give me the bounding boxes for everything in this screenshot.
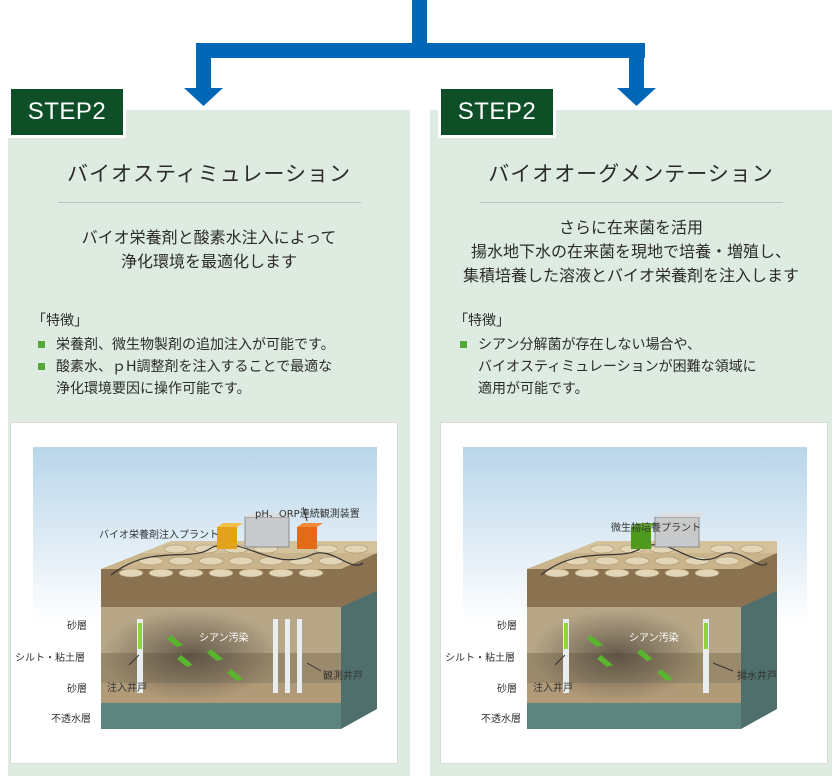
bioaugmentation-illustration: 微生物培養プラント 砂層 シルト・粘土層 砂層 不透水層 シアン汚染 注入井戸 … [440, 422, 828, 764]
description-line: 浄化環境を最適化します [120, 252, 297, 271]
layer-label: シルト・粘土層 [15, 653, 85, 664]
biostimulation-illustration: バイオ栄養剤注入プラント pH、ORP連続観測装置 砂層 シルト・粘土層 砂層 … [10, 422, 398, 764]
layer-label: 砂層 [497, 621, 517, 632]
feature-item: 栄養剤、微生物製剤の追加注入が可能です。 [38, 334, 388, 356]
panel-title: バイオスティミュレーション [67, 162, 351, 186]
step-badge: STEP2 [8, 86, 126, 138]
layer-label: 砂層 [497, 684, 517, 695]
flow-connector [184, 0, 656, 106]
panel-bioaugmentation: STEP2 バイオオーグメンテーション さらに在来菌を活用 揚水地下水の在来菌を… [430, 86, 832, 776]
divider [480, 202, 783, 203]
monitor-label: pH、ORP連続観測装置 [255, 509, 360, 520]
panel-biostimulation: STEP2 バイオスティミュレーション バイオ栄養剤と酸素水注入によって 浄化環… [8, 86, 410, 776]
divider [58, 202, 361, 203]
injection-well-label: 注入井戸 [533, 683, 573, 694]
contamination-label: シアン汚染 [199, 633, 249, 644]
pumping-well-label: 揚水井戸 [737, 671, 777, 682]
feature-item: 酸素水、ｐH調整剤を注入することで最適な 浄化環境要因に操作可能です。 [38, 356, 388, 400]
layer-label: シルト・粘土層 [445, 653, 515, 664]
features-list: 栄養剤、微生物製剤の追加注入が可能です。 酸素水、ｐH調整剤を注入することで最適… [38, 334, 388, 400]
description: バイオ栄養剤と酸素水注入によって 浄化環境を最適化します [8, 226, 410, 274]
feature-text: バイオスティミュレーションが困難な領域に [478, 359, 757, 375]
bullet-icon [38, 341, 45, 348]
feature-text: シアン分解菌が存在しない場合や、 [478, 337, 702, 353]
arrow-down-left [184, 88, 223, 106]
plant-label: 微生物培養プラント [611, 523, 701, 534]
layer-label: 砂層 [67, 621, 87, 632]
description-line: さらに在来菌を活用 [558, 218, 703, 237]
features-list: シアン分解菌が存在しない場合や、 バイオスティミュレーションが困難な領域に 適用… [460, 334, 810, 400]
arrow-down-right [617, 88, 656, 106]
features-heading: 「特徴」 [32, 313, 88, 329]
description-line: 揚水地下水の在来菌を現地で培養・増殖し、 [470, 242, 791, 261]
feature-text: 栄養剤、微生物製剤の追加注入が可能です。 [56, 337, 335, 353]
observation-well-label: 観測井戸 [323, 671, 363, 682]
features-heading: 「特徴」 [454, 313, 510, 329]
description-line: バイオ栄養剤と酸素水注入によって [81, 228, 337, 247]
bullet-icon [38, 363, 45, 370]
description: さらに在来菌を活用 揚水地下水の在来菌を現地で培養・増殖し、 集積培養した溶液と… [430, 216, 832, 288]
feature-item: シアン分解菌が存在しない場合や、 バイオスティミュレーションが困難な領域に 適用… [460, 334, 810, 400]
layer-label: 砂層 [67, 684, 87, 695]
step-badge: STEP2 [438, 86, 556, 138]
feature-text: 酸素水、ｐH調整剤を注入することで最適な [56, 359, 333, 375]
panel-title: バイオオーグメンテーション [488, 162, 774, 186]
layer-label: 不透水層 [481, 714, 521, 725]
contamination-label: シアン汚染 [629, 633, 679, 644]
feature-text: 浄化環境要因に操作可能です。 [56, 381, 251, 397]
bullet-icon [460, 341, 467, 348]
layer-label: 不透水層 [51, 714, 91, 725]
description-line: 集積培養した溶液とバイオ栄養剤を注入します [462, 266, 799, 285]
feature-text: 適用が可能です。 [478, 381, 589, 397]
plant-label: バイオ栄養剤注入プラント [99, 530, 219, 541]
injection-well-label: 注入井戸 [107, 683, 147, 694]
